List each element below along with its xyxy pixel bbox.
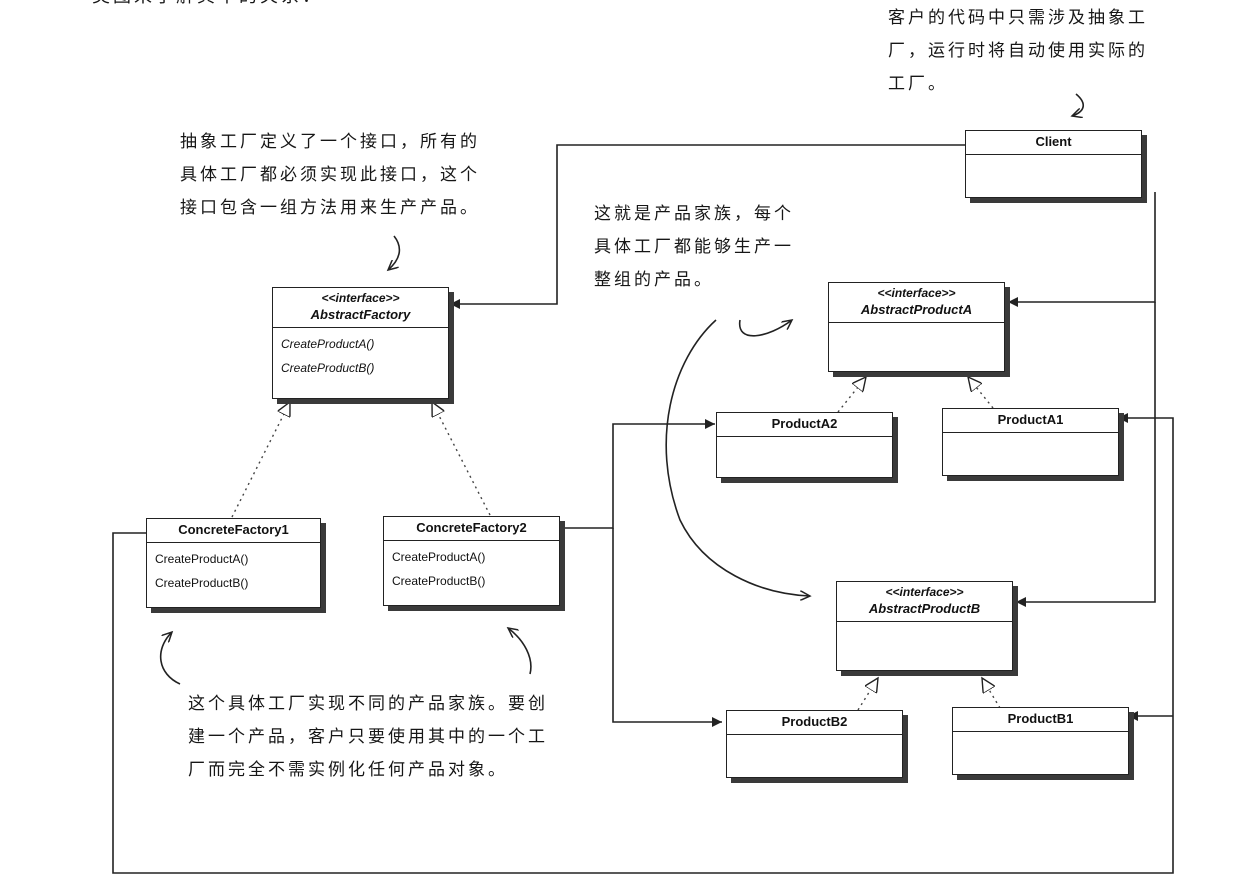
concrete-factory-1-operations: CreateProductA() CreateProductB(): [147, 543, 320, 599]
abstract-factory-op: CreateProductA(): [281, 337, 375, 351]
product-b1-header: ProductB1: [953, 708, 1128, 732]
concrete-factory-2-header: ConcreteFactory2: [384, 517, 559, 541]
a2-realizes-abstract-product-a: [837, 377, 866, 413]
product-b1-name: ProductB1: [1007, 711, 1074, 726]
product-b2-header: ProductB2: [727, 711, 902, 735]
client-note: 客户的代码中只需涉及抽象工 厂，运行时将自动使用实际的 工厂。: [888, 2, 1148, 101]
concrete-factory-2-operations: CreateProductA() CreateProductB(): [384, 541, 559, 597]
abstract-factory-name: AbstractFactory: [310, 307, 411, 322]
concrete-factory-1-op: CreateProductB(): [155, 576, 249, 590]
concrete-factory-1-name: ConcreteFactory1: [178, 522, 289, 537]
client-note-line: 厂，运行时将自动使用实际的: [888, 41, 1148, 61]
product-b2-class-box: ProductB2: [726, 710, 903, 778]
abstract-product-a-header: <<interface>> AbstractProductA: [829, 283, 1004, 323]
abstract-product-a-class-box: <<interface>> AbstractProductA: [828, 282, 1005, 372]
a1-realizes-abstract-product-a: [968, 377, 994, 409]
concrete-factory-1-class-box: ConcreteFactory1 CreateProductA() Create…: [146, 518, 321, 608]
product-b2-name: ProductB2: [781, 714, 848, 729]
abstract-factory-op: CreateProductB(): [281, 361, 375, 375]
abstract-factory-header: <<interface>> AbstractFactory: [273, 288, 448, 328]
client-note-line: 工厂。: [888, 74, 948, 94]
concrete-factory-note-line: 厂而完全不需实例化任何产品对象。: [188, 760, 508, 780]
product-a1-header: ProductA1: [943, 409, 1118, 433]
client-note-pointer: [1072, 93, 1084, 116]
concrete-factory-2-op: CreateProductB(): [392, 574, 486, 588]
concrete-factory-note: 这个具体工厂实现不同的产品家族。要创 建一个产品，客户只要使用其中的一个工 厂而…: [188, 688, 548, 787]
cf1-to-product-a1-line: [112, 413, 1174, 874]
client-class-box: Client: [965, 130, 1142, 198]
abstract-product-a-stereotype: <<interface>>: [877, 286, 956, 300]
product-family-note: 这就是产品家族，每个 具体工厂都能够生产一 整组的产品。: [594, 198, 794, 297]
abstract-factory-note-line: 具体工厂都必须实现此接口，这个: [180, 165, 480, 185]
abstract-product-b-stereotype: <<interface>>: [885, 585, 964, 599]
product-a1-name: ProductA1: [997, 412, 1064, 427]
product-a1-class-box: ProductA1: [942, 408, 1119, 476]
cf1-note-pointer: [159, 632, 181, 685]
abstract-factory-note-line: 接口包含一组方法用来生产产品。: [180, 198, 480, 218]
concrete-factory-2-class-box: ConcreteFactory2 CreateProductA() Create…: [383, 516, 560, 606]
family-long-arrow: [665, 319, 810, 596]
concrete-factory-note-line: 建一个产品，客户只要使用其中的一个工: [188, 727, 548, 747]
abstract-factory-stereotype: <<interface>>: [321, 291, 400, 305]
client-to-abstract-product-a-line: [1008, 192, 1156, 307]
abstract-product-b-header: <<interface>> AbstractProductB: [837, 582, 1012, 622]
cf2-to-product-a2-line: [560, 419, 715, 529]
client-to-abstract-product-b-line: [1016, 302, 1156, 607]
abstract-factory-note-line: 抽象工厂定义了一个接口，所有的: [180, 132, 480, 152]
concrete-factory-note-line: 这个具体工厂实现不同的产品家族。要创: [188, 694, 548, 714]
b1-realizes-abstract-product-b: [982, 678, 1001, 709]
concrete-factory-2-op: CreateProductA(): [392, 550, 486, 564]
concrete-factory-1-header: ConcreteFactory1: [147, 519, 320, 543]
product-a2-name: ProductA2: [771, 416, 838, 431]
abstract-product-b-name: AbstractProductB: [868, 601, 981, 616]
client-name: Client: [1035, 134, 1072, 149]
client-note-line: 客户的代码中只需涉及抽象工: [888, 8, 1148, 28]
abstract-product-b-class-box: <<interface>> AbstractProductB: [836, 581, 1013, 671]
product-family-note-line: 整组的产品。: [594, 270, 714, 290]
client-header: Client: [966, 131, 1141, 155]
cf2-realizes-abstract-factory: [432, 402, 491, 516]
concrete-factory-1-op: CreateProductA(): [155, 552, 249, 566]
client-to-abstract-factory-line: [450, 144, 965, 309]
product-family-note-line: 具体工厂都能够生产一: [594, 237, 794, 257]
abstract-product-a-name: AbstractProductA: [860, 302, 973, 317]
cf2-to-product-b2-line: [612, 528, 722, 727]
abstract-factory-operations: CreateProductA() CreateProductB(): [273, 328, 448, 384]
product-a2-header: ProductA2: [717, 413, 892, 437]
b2-realizes-abstract-product-b: [857, 678, 878, 711]
abstract-factory-note: 抽象工厂定义了一个接口，所有的 具体工厂都必须实现此接口，这个 接口包含一组方法…: [180, 126, 480, 225]
cf2-note-pointer: [508, 628, 532, 675]
product-a2-class-box: ProductA2: [716, 412, 893, 478]
top-cutoff-text: 类图来了解其中的关系：: [92, 0, 323, 8]
cf1-realizes-abstract-factory: [231, 402, 290, 518]
product-b1-class-box: ProductB1: [952, 707, 1129, 775]
family-curl-arrow: [739, 320, 792, 337]
abstract-factory-class-box: <<interface>> AbstractFactory CreateProd…: [272, 287, 449, 399]
concrete-factory-2-name: ConcreteFactory2: [416, 520, 527, 535]
abstract-factory-note-pointer: [388, 235, 401, 270]
product-family-note-line: 这就是产品家族，每个: [594, 204, 794, 224]
